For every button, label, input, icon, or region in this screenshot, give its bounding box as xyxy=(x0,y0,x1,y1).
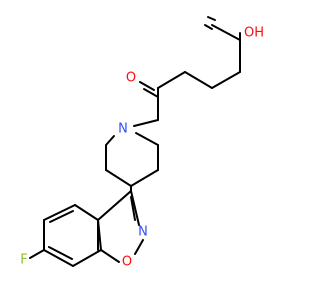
bond xyxy=(204,24,213,30)
fluorine-label: F xyxy=(20,253,27,268)
bond xyxy=(134,239,144,255)
bond xyxy=(143,88,159,98)
bond xyxy=(97,190,132,221)
carbonyl-oxygen-label: O xyxy=(126,71,136,86)
bond xyxy=(100,249,120,263)
bond xyxy=(207,16,216,21)
hydroxyl-label: OH xyxy=(244,26,264,41)
bond xyxy=(49,210,74,223)
bond xyxy=(135,132,159,146)
bond xyxy=(130,196,136,221)
bond xyxy=(105,135,115,146)
bond xyxy=(48,246,73,260)
bond xyxy=(184,71,213,89)
chemical-structure: OH O N N O F xyxy=(20,16,264,270)
isoxazole-oxygen-label: O xyxy=(122,255,132,270)
bond xyxy=(29,249,45,259)
bond xyxy=(105,169,132,187)
piperidine-nitrogen-label: N xyxy=(118,122,128,137)
bond xyxy=(157,71,186,89)
bond xyxy=(43,204,76,221)
bond xyxy=(133,119,159,127)
bond xyxy=(211,71,241,89)
bond xyxy=(43,249,74,267)
bond xyxy=(130,169,159,187)
isoxazole-nitrogen-label: N xyxy=(138,225,148,240)
bond xyxy=(139,81,155,91)
bond xyxy=(74,204,99,221)
bond xyxy=(211,24,241,41)
bond xyxy=(72,249,102,267)
bond xyxy=(130,190,140,226)
